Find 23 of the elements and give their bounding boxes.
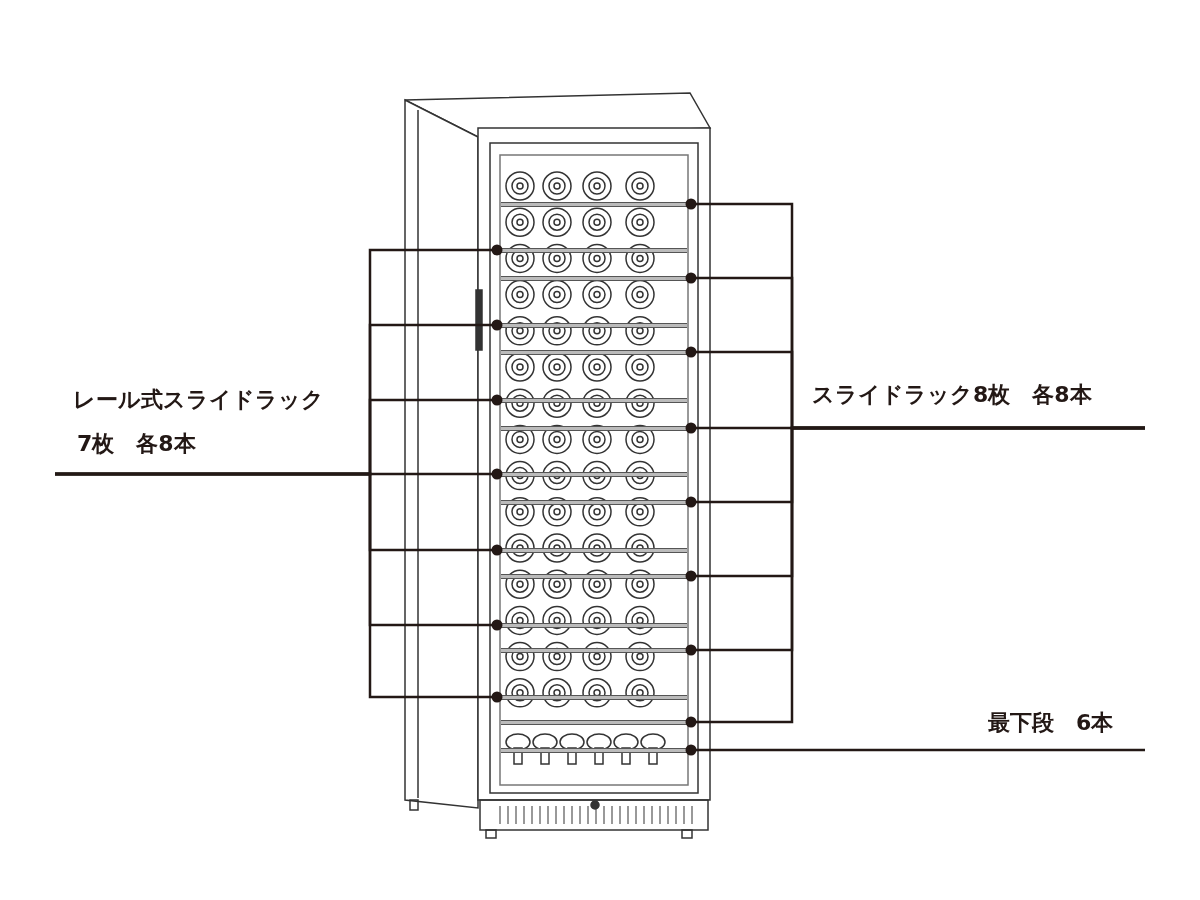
- shelf-rail: [501, 472, 687, 477]
- shelf-rail: [501, 276, 687, 281]
- callout-text: スライドラック8枚 各8本: [812, 381, 1092, 409]
- shelf-rail: [501, 648, 687, 653]
- shelf-rail: [501, 574, 687, 579]
- shelf-rail: [501, 500, 687, 505]
- shelf-rail: [501, 720, 687, 725]
- shelf-rail: [501, 398, 687, 403]
- shelf-rail: [501, 202, 687, 207]
- shelf-rail: [501, 323, 687, 328]
- callout-text: 最下段 6本: [988, 709, 1114, 737]
- shelf-rail: [501, 623, 687, 628]
- callout-text: 7枚 各8本: [77, 430, 196, 458]
- callout-text: レール式スライドラック: [73, 386, 324, 414]
- leader-line: [685, 744, 1145, 756]
- shelf-rail: [501, 350, 687, 355]
- shelf-rail: [501, 548, 687, 553]
- leader-line: [685, 426, 1145, 728]
- shelf-rail: [501, 695, 687, 700]
- shelf-rail: [501, 748, 687, 753]
- leader-line: [55, 472, 503, 703]
- shelf-rail: [501, 426, 687, 431]
- shelf-rail: [501, 248, 687, 253]
